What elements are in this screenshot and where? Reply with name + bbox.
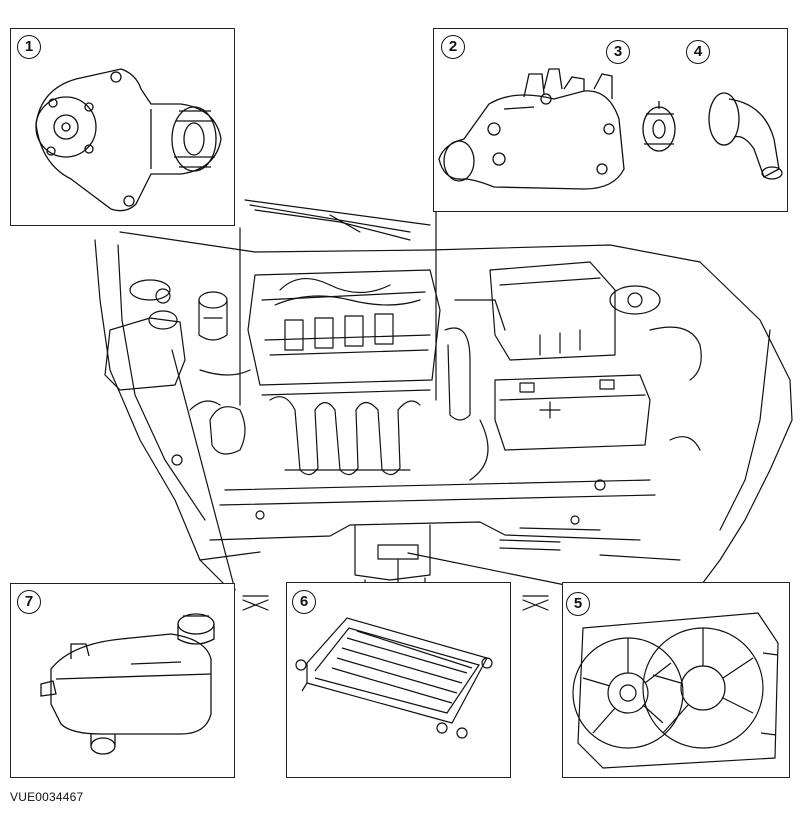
callout-4-badge: 4 xyxy=(686,40,710,64)
callout-6-badge: 6 xyxy=(292,590,316,614)
inset-water-pump xyxy=(10,28,235,226)
leader-line-7 xyxy=(171,349,236,591)
leader-line-5 xyxy=(407,552,581,589)
inset-cooling-fan xyxy=(562,582,790,778)
inset-expansion-tank xyxy=(10,583,235,778)
expansion-tank-illustration xyxy=(40,613,215,755)
callout-3-badge: 3 xyxy=(606,40,630,64)
inset-radiator xyxy=(286,582,511,778)
callout-5-badge: 5 xyxy=(566,592,590,616)
callout-1-badge: 1 xyxy=(17,35,41,59)
water-pump-illustration xyxy=(35,68,222,212)
callout-7-badge: 7 xyxy=(17,590,41,614)
figure-reference-code: VUE0034467 xyxy=(10,790,84,804)
radiator-illustration xyxy=(295,617,493,739)
cooling-fan-illustration xyxy=(572,612,779,769)
thermostat-housing-illustration xyxy=(438,68,783,190)
callout-2-badge: 2 xyxy=(441,35,465,59)
